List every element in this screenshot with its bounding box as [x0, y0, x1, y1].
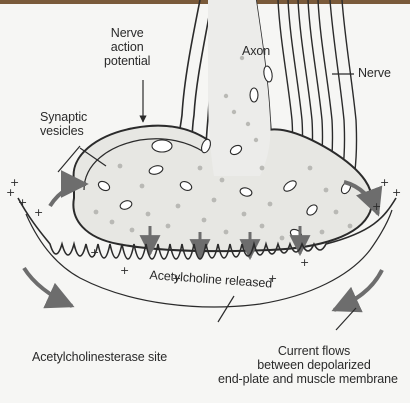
current-flows-label: Current flows between depolarized end-pl… [218, 344, 410, 386]
svg-text:+: + [10, 176, 19, 189]
label-line: Nerve [104, 26, 150, 40]
svg-text:+: + [392, 186, 401, 199]
synaptic-vesicles-label: Synaptic vesicles [40, 110, 87, 138]
acetylcholinesterase-site-label: Acetylcholinesterase site [32, 350, 167, 364]
label-line: action [104, 40, 150, 54]
svg-text:+: + [18, 196, 27, 209]
axon-label: Axon [242, 44, 270, 58]
label-line: end-plate and muscle membrane [218, 372, 410, 386]
svg-text:+: + [300, 256, 309, 269]
label-line: vesicles [40, 124, 87, 138]
label-line: between depolarized [218, 358, 410, 372]
nerve-action-potential-label: Nerve action potential [104, 26, 150, 68]
svg-text:+: + [372, 200, 381, 213]
svg-text:+: + [120, 264, 129, 277]
nerve-label: Nerve [358, 66, 391, 80]
svg-text:+: + [90, 246, 99, 259]
label-line: potential [104, 54, 150, 68]
label-line: Synaptic [40, 110, 87, 124]
label-line: Current flows [218, 344, 410, 358]
svg-text:+: + [34, 206, 43, 219]
svg-text:+: + [380, 176, 389, 189]
